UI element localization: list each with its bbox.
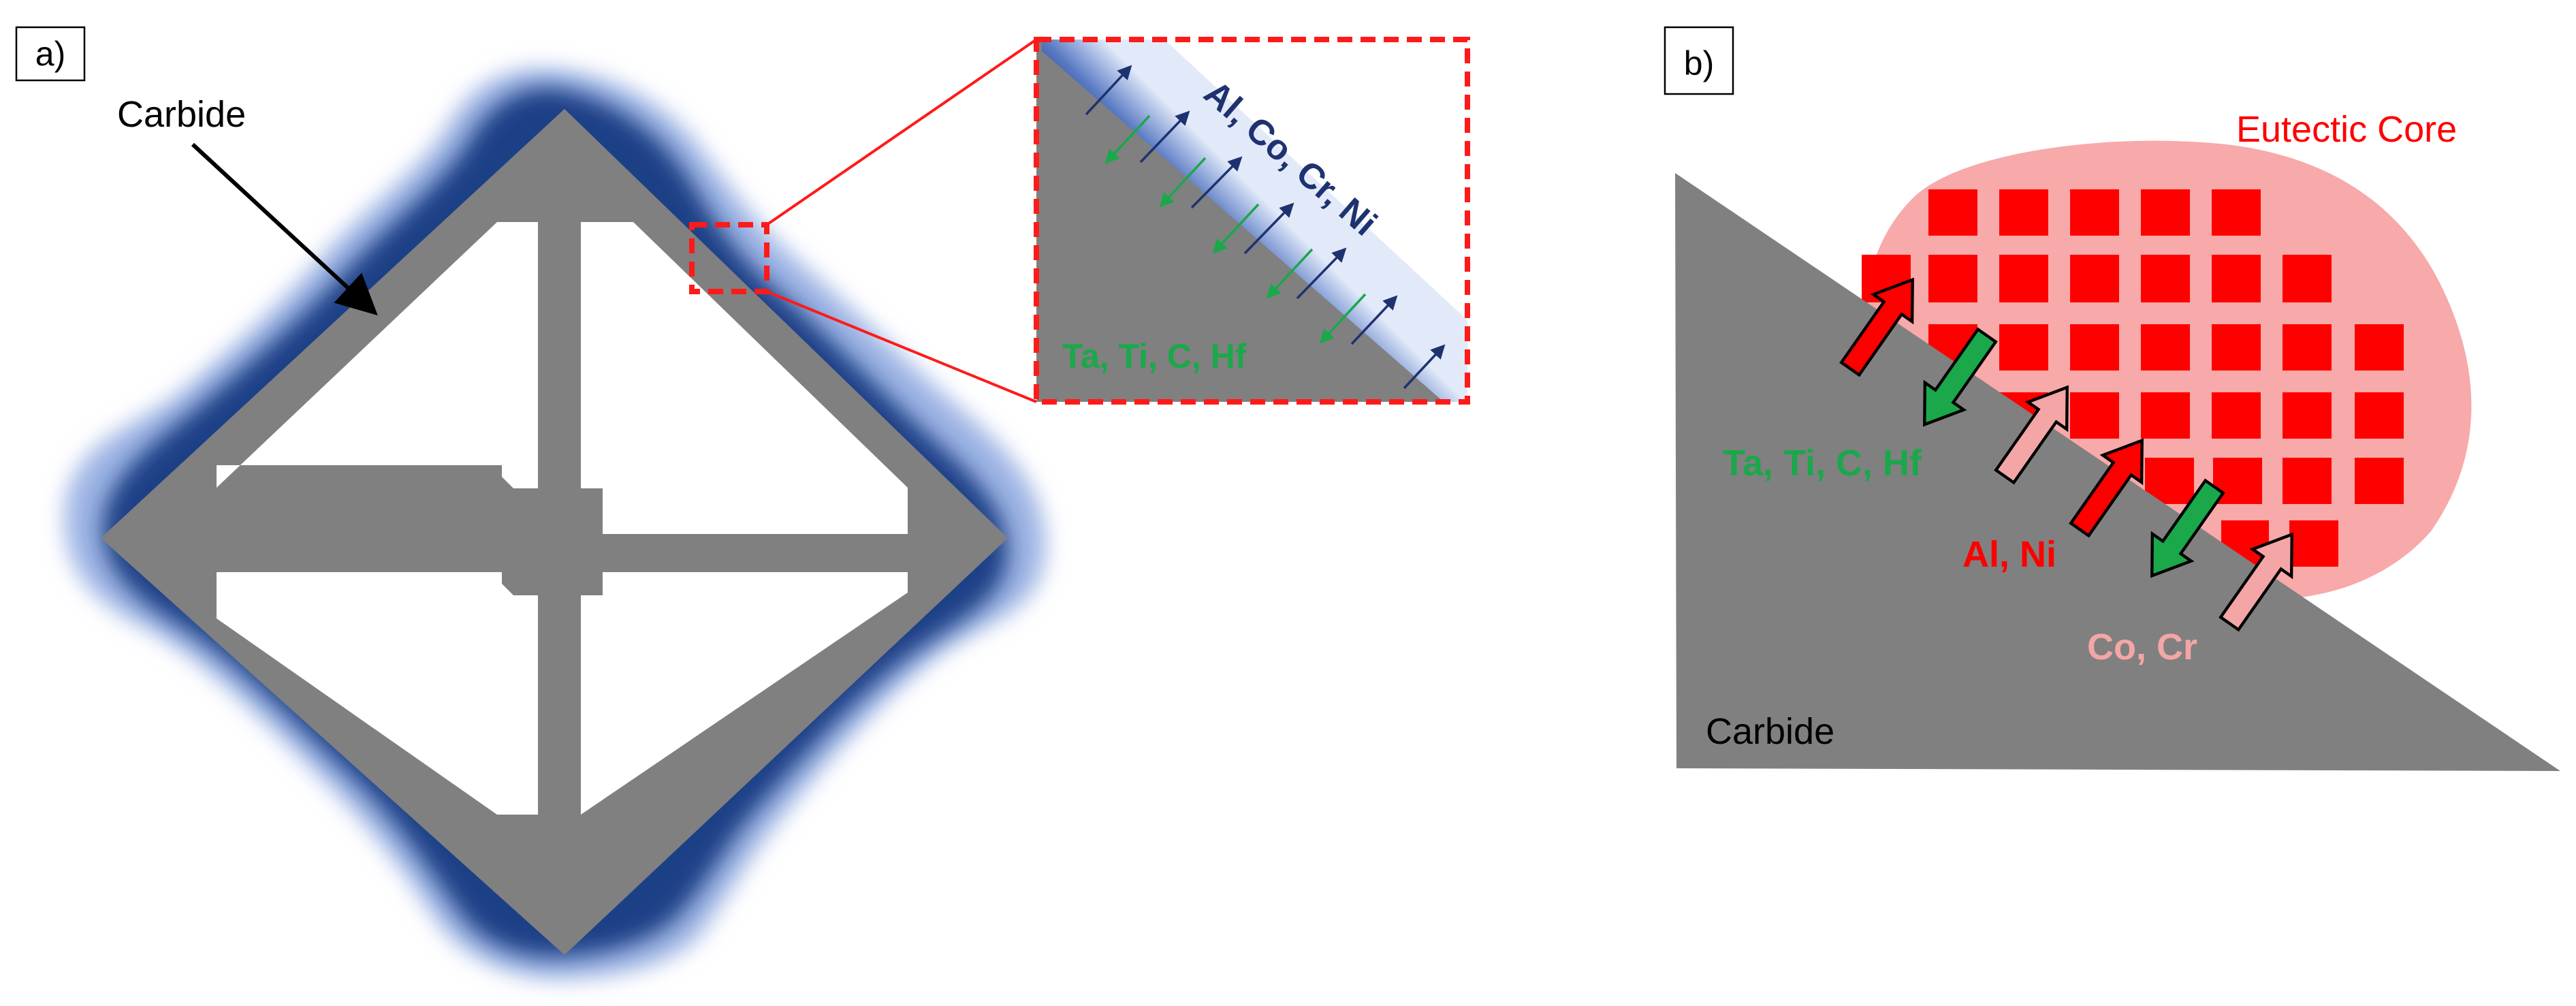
precipitate-square — [2212, 255, 2261, 302]
precipitate-square — [2289, 520, 2338, 567]
inset-outward-arrow — [1085, 65, 1132, 116]
panel-a: a) Carbide — [15, 26, 1470, 980]
precipitate-square — [2212, 324, 2261, 371]
carbide-label: Carbide — [1706, 711, 1834, 752]
zoom-inset: Al, Co, Cr, Ni Ta, Ti, C, Hf — [1034, 37, 1470, 405]
precipitate-square — [2283, 255, 2332, 302]
zoom-selection-box — [689, 222, 769, 294]
zoom-leader-line-bottom — [766, 290, 1037, 403]
panel-b: b) — [1664, 26, 2560, 771]
panel-b-label-box — [1664, 26, 1734, 95]
inset-inward-arrow — [1266, 248, 1314, 299]
precipitate-square — [2283, 458, 2332, 504]
precipitate-square — [2355, 324, 2404, 371]
panel-a-label-box — [15, 26, 86, 82]
precipitate-square — [2355, 458, 2404, 504]
precipitate-square — [2141, 392, 2190, 439]
carbide-diamond — [101, 109, 1008, 955]
precipitate-square — [1928, 255, 1977, 302]
carbide-pointer-arrow — [191, 142, 378, 316]
precipitate-square — [1999, 255, 2048, 302]
inset-inward-elements-label: Ta, Ti, C, Hf — [1062, 337, 1247, 375]
arrow-al-ni-outward — [2069, 438, 2144, 538]
precipitate-square — [1999, 324, 2048, 371]
inset-outward-arrow — [1403, 344, 1446, 390]
inset-outward-arrow — [1296, 247, 1347, 300]
precipitate-square — [2141, 324, 2190, 371]
precipitate-square — [2283, 392, 2332, 439]
inset-outward-arrow — [1350, 295, 1398, 345]
inset-inward-arrow — [1104, 114, 1151, 164]
inset-inward-arrow — [1159, 157, 1207, 208]
ta-ti-c-hf-label: Ta, Ti, C, Hf — [1723, 443, 1922, 484]
carbide-label: Carbide — [117, 94, 246, 135]
precipitate-square — [1928, 189, 1977, 236]
panel-a-label: a) — [35, 35, 65, 73]
co-cr-label: Co, Cr — [2087, 627, 2197, 667]
diffusion-arrows — [1839, 277, 2293, 632]
inset-outward-arrow — [1190, 156, 1243, 209]
zoom-leader-line-top — [765, 38, 1038, 226]
al-ni-label: Al, Ni — [1962, 534, 2056, 575]
arrow-co-cr-outward — [1994, 385, 2069, 485]
precipitate-square — [2070, 324, 2119, 371]
inset-outward-arrows — [1085, 65, 1446, 390]
void-top-left — [217, 222, 538, 488]
arrow-al-ni-outward — [1839, 277, 1914, 377]
precipitate-square — [2141, 189, 2190, 236]
inset-inward-arrow — [1212, 203, 1260, 254]
precipitate-square — [2070, 189, 2119, 236]
void-top-right — [581, 222, 908, 534]
precipitate-square — [2070, 392, 2119, 439]
precipitate-square — [1999, 189, 2048, 236]
void-bottom-left — [217, 572, 538, 815]
precipitate-square — [2283, 324, 2332, 371]
arrow-co-cr-outward — [2219, 532, 2293, 632]
void-bottom-right — [581, 572, 908, 815]
precipitate-square — [2212, 392, 2261, 439]
eutectic-core-label: Eutectic Core — [2236, 109, 2457, 150]
arrow-ta-ti-inward — [2150, 478, 2225, 578]
inset-outward-arrow — [1243, 202, 1294, 255]
inset-frame — [1034, 37, 1470, 405]
precipitate-square — [2212, 189, 2261, 236]
precipitate-square — [2355, 392, 2404, 439]
arrow-ta-ti-inward — [1923, 327, 1998, 427]
inset-inward-arrows — [1104, 114, 1367, 344]
inset-diffusion-band — [1042, 40, 1467, 402]
precipitate-square — [2070, 255, 2119, 302]
precipitate-square — [2141, 255, 2190, 302]
inset-inward-arrow — [1319, 293, 1367, 344]
carbide-voids — [217, 222, 908, 815]
panel-b-label: b) — [1684, 44, 1714, 82]
inset-outward-arrow — [1139, 110, 1190, 163]
